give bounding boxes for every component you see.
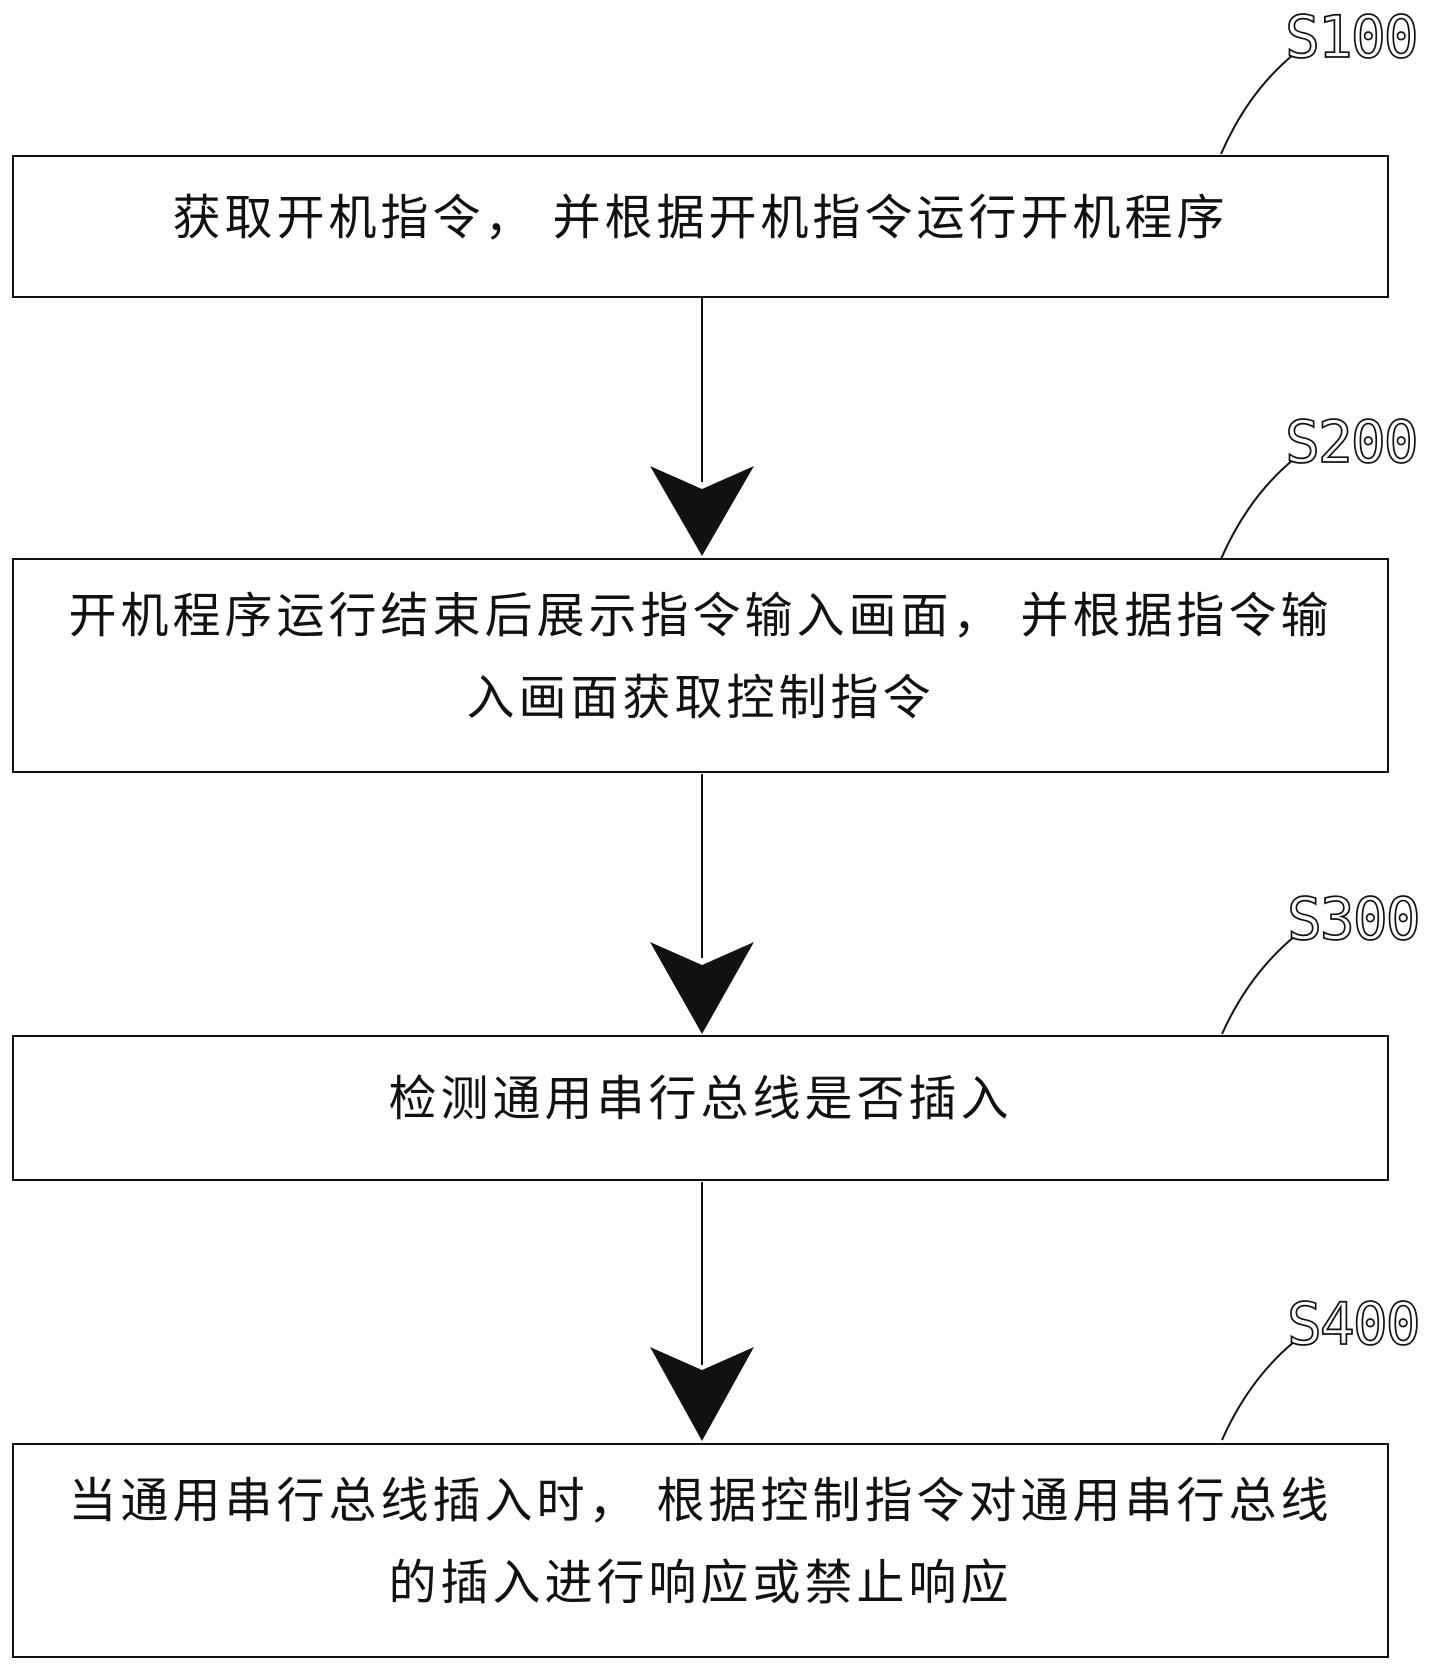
step-label-s100: S100 bbox=[1284, 3, 1419, 71]
step-text-line-1: 当通用串行总线插入时， 根据控制指令对通用串行总线 bbox=[68, 1474, 1333, 1528]
step-box-s400: 当通用串行总线插入时， 根据控制指令对通用串行总线 的插入进行响应或禁止响应 bbox=[12, 1443, 1389, 1658]
step-box-s100: 获取开机指令， 并根据开机指令运行开机程序 bbox=[12, 155, 1389, 298]
arrow-down-icon bbox=[650, 466, 754, 556]
arrow-down-icon bbox=[650, 1347, 754, 1441]
flow-connector-2 bbox=[650, 774, 754, 1034]
step-box-s300: 检测通用串行总线是否插入 bbox=[12, 1035, 1389, 1181]
step-label-s400: S400 bbox=[1286, 1290, 1421, 1358]
step-text-line-2: 的插入进行响应或禁止响应 bbox=[388, 1556, 1013, 1610]
step-box-s200: 开机程序运行结束后展示指令输入画面， 并根据指令输 入画面获取控制指令 bbox=[12, 558, 1389, 773]
step-text: 获取开机指令， 并根据开机指令运行开机程序 bbox=[172, 191, 1229, 245]
step-text: 检测通用串行总线是否插入 bbox=[388, 1073, 1013, 1126]
leader-curve-s100 bbox=[1220, 53, 1295, 155]
flow-connector-3 bbox=[650, 1182, 754, 1441]
leader-curve-s200 bbox=[1220, 458, 1295, 560]
step-text-line-2: 入画面获取控制指令 bbox=[466, 671, 935, 725]
leader-curve-s400 bbox=[1221, 1340, 1296, 1441]
leader-curve-s300 bbox=[1221, 935, 1296, 1035]
step-text-line-1: 开机程序运行结束后展示指令输入画面， 并根据指令输 bbox=[68, 589, 1333, 643]
step-label-s200: S200 bbox=[1284, 408, 1419, 476]
step-label-s300: S300 bbox=[1286, 885, 1421, 953]
arrow-down-icon bbox=[650, 942, 754, 1034]
flow-connector-1 bbox=[650, 298, 754, 556]
